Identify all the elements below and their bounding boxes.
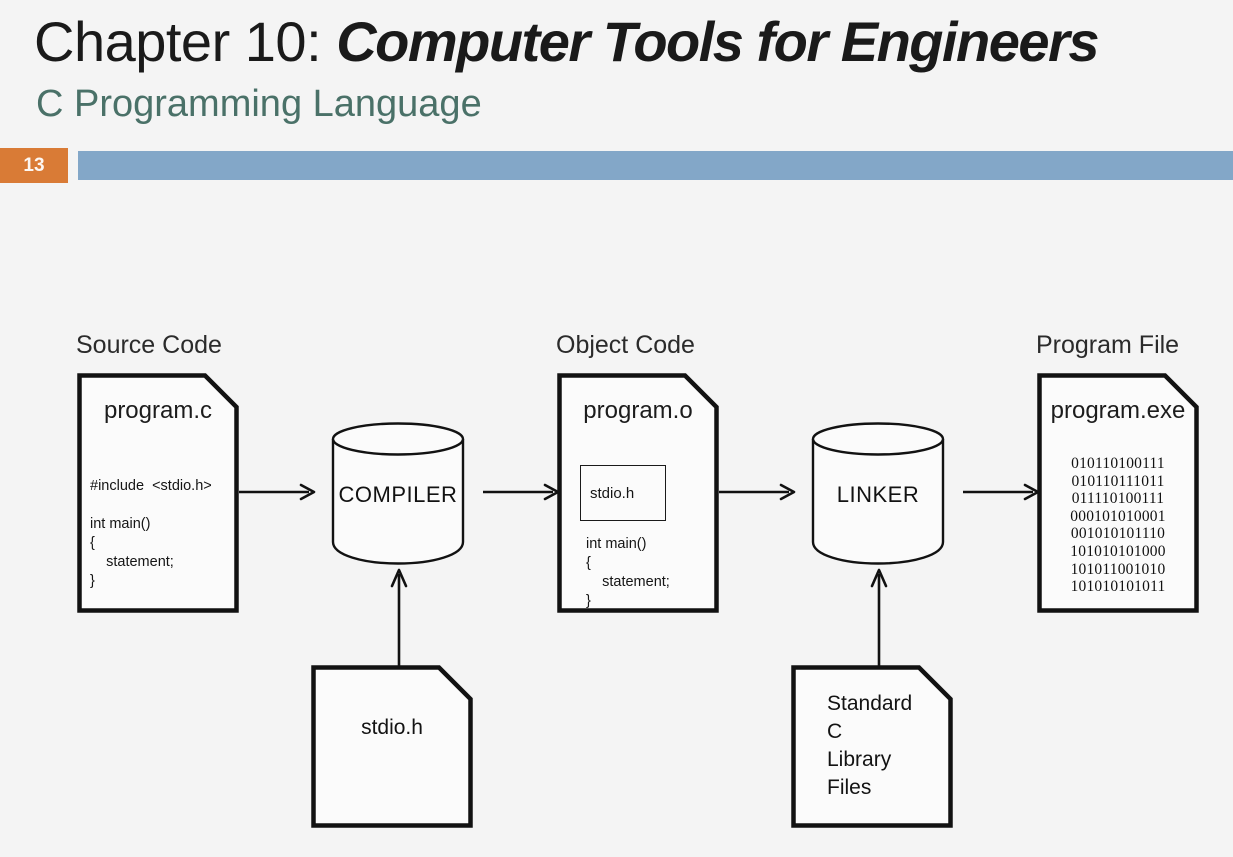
- document-shape-icon: [1037, 373, 1199, 613]
- stage-label-object-code: Object Code: [556, 331, 695, 359]
- cylinder-shape-icon: [811, 422, 945, 565]
- arrow-stdio-to-compiler: [388, 566, 410, 668]
- cylinder-label-linker: LINKER: [836, 482, 920, 507]
- stage-label-source-code: Source Code: [76, 331, 222, 359]
- document-shape-icon: [791, 665, 953, 828]
- document-binary-content: 010110100111 010110111011 011110100111 0…: [1070, 455, 1166, 596]
- arrow-compiler-to-object: [483, 482, 563, 502]
- cylinder-linker: LINKER: [811, 422, 945, 567]
- document-program-o: program.o stdio.h int main() { statement…: [557, 373, 719, 613]
- arrow-source-to-compiler: [239, 482, 319, 502]
- arrow-linker-to-program-file: [963, 482, 1043, 502]
- document-program-c: program.c #include <stdio.h> int main() …: [77, 373, 239, 613]
- document-program-exe: program.exe 010110100111 010110111011 01…: [1037, 373, 1199, 613]
- inner-box-stdio-h: [580, 465, 666, 521]
- document-shape-icon: [557, 373, 719, 613]
- document-shape-icon: [77, 373, 239, 613]
- document-stdio-h: stdio.h: [311, 665, 473, 828]
- document-code-program-c: #include <stdio.h> int main() { statemen…: [90, 478, 212, 589]
- document-title-program-o: program.o: [583, 397, 693, 424]
- document-label-stdio-h: stdio.h: [361, 716, 423, 739]
- arrow-library-to-linker: [868, 566, 890, 668]
- page-title: Chapter 10: Computer Tools for Engineers: [34, 6, 1099, 78]
- document-code-program-o: int main() { statement; }: [586, 536, 670, 609]
- arrow-object-to-linker: [719, 482, 799, 502]
- document-title-program-exe: program.exe: [1050, 397, 1186, 424]
- slide-number-badge: 13: [0, 148, 68, 183]
- page-title-emphasis: Computer Tools for Engineers: [336, 10, 1099, 73]
- page-subtitle: C Programming Language: [36, 83, 482, 125]
- page-title-prefix: Chapter 10:: [34, 10, 337, 73]
- document-shape-icon: [311, 665, 473, 828]
- cylinder-label-compiler: COMPILER: [338, 482, 458, 507]
- header-accent-bar: [78, 151, 1233, 180]
- document-standard-c-library: Standard C Library Files: [791, 665, 953, 828]
- document-label-standard-c-library: Standard C Library Files: [827, 692, 913, 799]
- cylinder-shape-icon: [331, 422, 465, 565]
- document-title-program-c: program.c: [103, 397, 213, 424]
- cylinder-compiler: COMPILER: [331, 422, 465, 567]
- stage-label-program-file: Program File: [1036, 331, 1180, 359]
- inner-box-label-stdio-h: stdio.h: [590, 485, 635, 502]
